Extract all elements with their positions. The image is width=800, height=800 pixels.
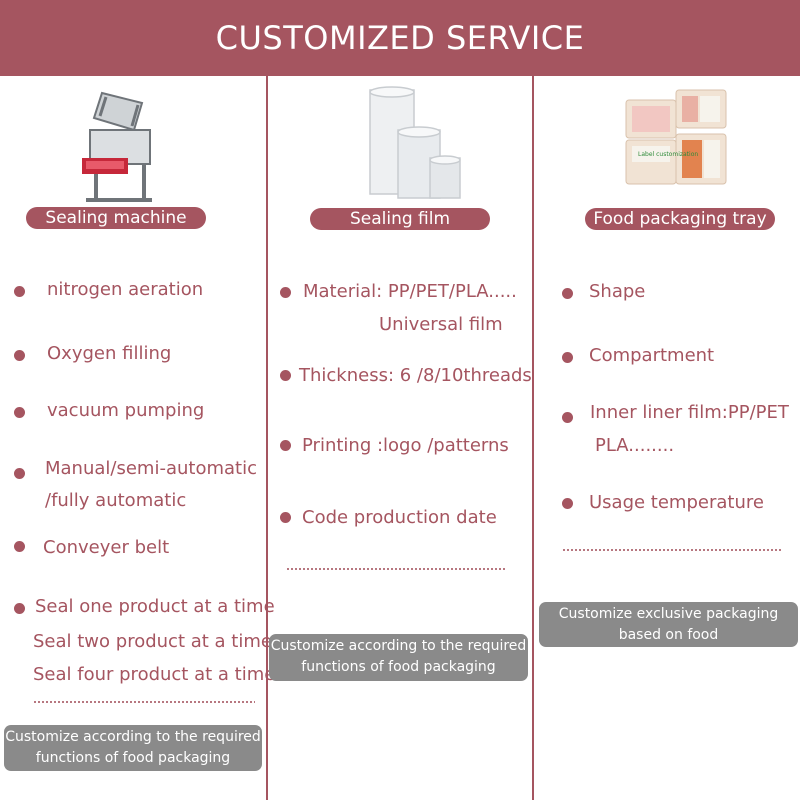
bullet — [562, 498, 573, 509]
info-note: Customize exclusive packaging based on f… — [539, 602, 798, 647]
list-item: Universal film — [379, 314, 503, 335]
page-title: CUSTOMIZED SERVICE — [215, 19, 585, 57]
bullet — [14, 286, 25, 297]
list-item: Compartment — [589, 345, 715, 366]
list-item: Usage temperature — [589, 492, 764, 513]
bullet — [14, 541, 25, 552]
dotted-separator — [286, 568, 506, 570]
tray-label-text: Label customization — [638, 151, 698, 158]
column-food-packaging-tray: Label customization Food packaging tray … — [534, 76, 800, 800]
list-item: Thickness: 6 /8/10threads — [299, 365, 532, 386]
film-roll-icon — [369, 86, 461, 199]
note-line: Customize exclusive packaging — [558, 606, 779, 622]
column-divider — [266, 76, 268, 800]
header-banner: CUSTOMIZED SERVICE — [0, 0, 800, 76]
bullet — [562, 412, 573, 423]
bullet — [14, 407, 25, 418]
category-label-sealing-film: Sealing film — [310, 208, 490, 230]
info-note: Customize according to the required func… — [4, 725, 262, 771]
list-item: Oxygen filling — [47, 343, 172, 364]
list-item: Printing :logo /patterns — [302, 435, 509, 456]
list-item: Seal one product at a time — [35, 596, 275, 617]
category-label-sealing-machine: Sealing machine — [26, 207, 206, 229]
bullet — [562, 352, 573, 363]
bullet — [280, 512, 291, 523]
list-item: Seal two product at a time — [33, 631, 272, 652]
bullet — [14, 603, 25, 614]
list-item: /fully automatic — [45, 490, 187, 511]
note-line: based on food — [618, 627, 719, 643]
list-item: vacuum pumping — [47, 400, 205, 421]
list-item: Shape — [589, 281, 646, 302]
list-item: PLA........ — [595, 435, 675, 456]
list-item: Code production date — [302, 507, 497, 528]
info-note: Customize according to the required func… — [269, 634, 528, 681]
dotted-separator — [562, 549, 782, 551]
note-line: Customize according to the required — [5, 729, 261, 745]
category-label-food-packaging-tray: Food packaging tray — [585, 208, 775, 230]
column-sealing-film: Sealing film Material: PP/PET/PLA..... U… — [268, 76, 532, 800]
bullet — [280, 440, 291, 451]
list-item: nitrogen aeration — [47, 279, 204, 300]
note-line: Customize according to the required — [270, 638, 527, 654]
list-item: Material: PP/PET/PLA..... — [303, 281, 517, 302]
column-sealing-machine: Sealing machine nitrogen aeration Oxygen… — [0, 76, 275, 800]
list-item: Manual/semi-automatic — [45, 458, 257, 479]
column-divider — [532, 76, 534, 800]
food-tray-icon: Label customization — [625, 89, 727, 185]
note-line: functions of food packaging — [35, 750, 231, 766]
sealing-machine-icon — [82, 91, 152, 202]
note-line: functions of food packaging — [301, 659, 496, 675]
bullet — [14, 468, 25, 479]
bullet — [280, 287, 291, 298]
list-item: Seal four product at a time — [33, 664, 276, 685]
bullet — [280, 370, 291, 381]
dotted-separator — [33, 701, 255, 703]
list-item: Conveyer belt — [43, 537, 170, 558]
bullet — [14, 350, 25, 361]
bullet — [562, 288, 573, 299]
list-item: Inner liner film:PP/PET — [590, 402, 789, 423]
